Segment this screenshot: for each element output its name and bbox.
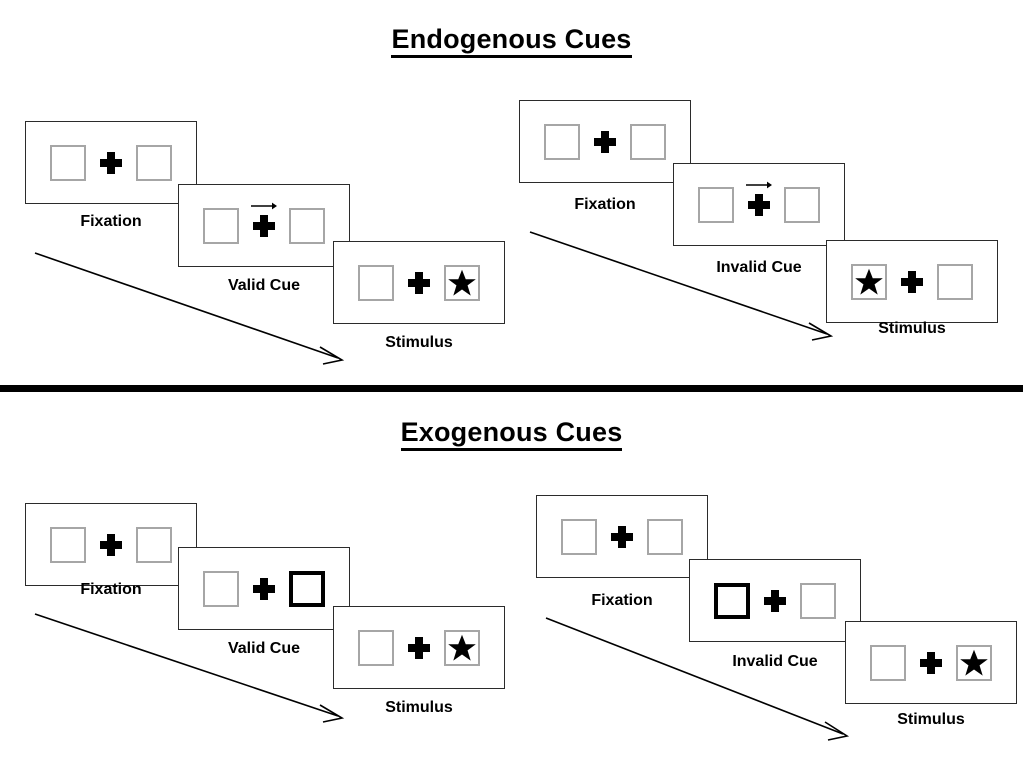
fixation-cross-icon	[764, 589, 786, 612]
panel-label-endogenous-invalid-fixation: Fixation	[574, 196, 636, 213]
panel-label-endogenous-invalid-cue: Invalid Cue	[716, 259, 802, 276]
panel-label-exogenous-valid-stimulus: Stimulus	[385, 699, 453, 716]
panel-exogenous-invalid-cue	[689, 559, 861, 642]
panel-exogenous-invalid-stimulus	[845, 621, 1017, 704]
stimulus-box-left	[870, 644, 906, 681]
star-icon	[960, 649, 988, 676]
stimulus-box-right	[630, 123, 666, 160]
section-title-exogenous-text: Exogenous Cues	[400, 417, 623, 451]
section-title-endogenous-text: Endogenous Cues	[391, 24, 632, 58]
stimulus-box-right	[136, 526, 172, 563]
panel-exogenous-invalid-fixation	[536, 495, 708, 578]
fixation-cross-icon	[611, 525, 633, 548]
panel-label-exogenous-valid-cue: Valid Cue	[227, 640, 301, 657]
panel-label-endogenous-invalid-stimulus: Stimulus	[878, 320, 946, 337]
stimulus-box-right	[444, 629, 480, 666]
stimulus-box-right	[136, 144, 172, 181]
section-title-endogenous: Endogenous Cues	[0, 24, 1023, 58]
panel-exogenous-valid-cue	[178, 547, 350, 630]
panel-label-endogenous-valid-fixation: Fixation	[80, 213, 142, 230]
stimulus-box-left-cued	[714, 582, 750, 619]
stimulus-box-left	[698, 186, 734, 223]
panel-label-exogenous-valid-fixation: Fixation	[80, 581, 142, 598]
panel-endogenous-invalid-cue	[673, 163, 845, 246]
stimulus-box-right	[647, 518, 683, 555]
star-icon	[855, 268, 883, 295]
stimulus-box-left	[203, 570, 239, 607]
stimulus-box-right	[784, 186, 820, 223]
flow-arrow-endogenous-valid	[34, 252, 345, 365]
panel-label-endogenous-valid-stimulus: Stimulus	[385, 334, 453, 351]
panel-endogenous-valid-stimulus	[333, 241, 505, 324]
stimulus-box-left	[561, 518, 597, 555]
fixation-cross-icon	[901, 270, 923, 293]
stimulus-box-left	[203, 207, 239, 244]
flow-arrow-exogenous-invalid	[545, 617, 850, 741]
stimulus-box-left	[851, 263, 887, 300]
stimulus-box-right	[289, 207, 325, 244]
star-icon	[448, 269, 476, 296]
panel-endogenous-valid-cue	[178, 184, 350, 267]
panel-exogenous-valid-fixation	[25, 503, 197, 586]
panel-label-exogenous-invalid-fixation: Fixation	[591, 592, 653, 609]
cue-arrow-right-icon	[746, 181, 772, 188]
panel-label-exogenous-invalid-cue: Invalid Cue	[732, 653, 818, 670]
fixation-cross-icon	[920, 651, 942, 674]
stimulus-box-left	[50, 526, 86, 563]
fixation-cross-icon	[253, 577, 275, 600]
fixation-cross-icon	[100, 533, 122, 556]
stimulus-box-left	[358, 264, 394, 301]
panel-exogenous-valid-stimulus	[333, 606, 505, 689]
fixation-cross-icon	[408, 271, 430, 294]
stimulus-box-right-cued	[289, 570, 325, 607]
fixation-cross-icon	[251, 202, 277, 237]
stimulus-box-right	[937, 263, 973, 300]
fixation-cross-icon	[100, 151, 122, 174]
stimulus-box-left	[358, 629, 394, 666]
stimulus-box-right	[800, 582, 836, 619]
stimulus-box-right	[956, 644, 992, 681]
section-divider	[0, 385, 1023, 392]
panel-endogenous-valid-fixation	[25, 121, 197, 204]
panel-label-exogenous-invalid-stimulus: Stimulus	[897, 711, 965, 728]
panel-endogenous-invalid-stimulus	[826, 240, 998, 323]
stimulus-box-right	[444, 264, 480, 301]
fixation-cross-icon	[408, 636, 430, 659]
fixation-cross-icon	[746, 181, 772, 216]
stimulus-box-left	[544, 123, 580, 160]
panel-endogenous-invalid-fixation	[519, 100, 691, 183]
panel-label-endogenous-valid-cue: Valid Cue	[227, 277, 301, 294]
cue-arrow-right-icon	[251, 202, 277, 209]
stimulus-box-left	[50, 144, 86, 181]
fixation-cross-icon	[594, 130, 616, 153]
star-icon	[448, 634, 476, 661]
flow-arrow-exogenous-valid	[34, 613, 345, 723]
section-title-exogenous: Exogenous Cues	[0, 417, 1023, 451]
flow-arrow-endogenous-invalid	[529, 231, 834, 341]
